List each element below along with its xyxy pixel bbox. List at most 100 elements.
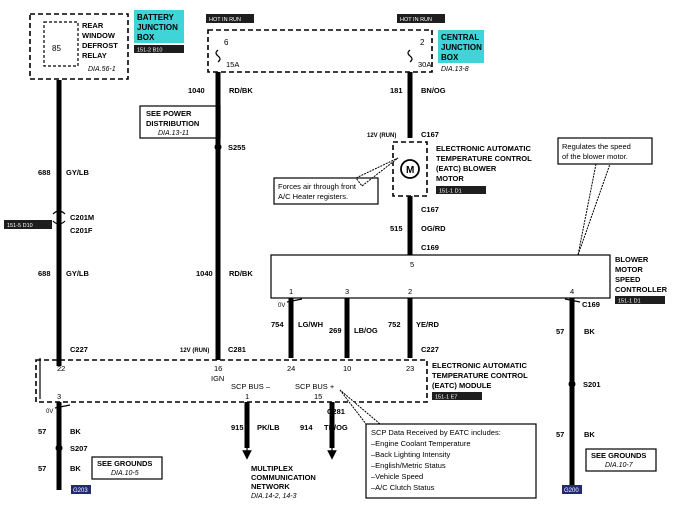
module-c227-left: C227 <box>70 345 88 354</box>
blower-motor: 12V (RUN) C167 M ELECTRONIC AUTOMATIC TE… <box>367 130 532 214</box>
module-pin23: 23 <box>406 364 414 373</box>
wire-181-color: BN/OG <box>421 86 446 95</box>
splice-s201-dot <box>568 380 576 388</box>
wire-515-num: 515 <box>390 224 403 233</box>
power-dist-ref: DIA.13-11 <box>158 130 189 137</box>
multiplex-ref: DIA.14-2, 14-3 <box>251 493 297 500</box>
multiplex-title-1: MULTIPLEX <box>251 464 293 473</box>
blower-motor-title-1: ELECTRONIC AUTOMATIC <box>436 144 531 153</box>
bjb-tag: 151-2 B10 <box>137 48 162 54</box>
callout-motor: Forces air through front A/C Heater regi… <box>273 157 399 205</box>
relay-title-2: WINDOW <box>82 31 116 40</box>
relay-pin-85: 85 <box>52 44 61 53</box>
scp-note-title: SCP Data Received by EATC includes: <box>371 428 501 437</box>
bjb-title-1: BATTERY <box>137 13 175 22</box>
relay-title-3: DEFROST <box>82 41 118 50</box>
callout-speed: Regulates the speed of the blower motor. <box>557 137 653 256</box>
hot-in-run-right: HOT IN RUN <box>400 17 432 23</box>
scp-note-1: –Engine Coolant Temperature <box>371 439 471 448</box>
controller-title-4: CONTROLLER <box>615 285 668 294</box>
cjb-pin-6: 6 <box>224 38 229 47</box>
wire-515-color: OG/RD <box>421 224 446 233</box>
wire-1040-color-bot: RD/BK <box>229 269 253 278</box>
grounds-left-ref: DIA.10-5 <box>111 470 139 477</box>
see-power-distribution: SEE POWER DISTRIBUTION DIA.13-11 <box>139 105 221 139</box>
cjb-title-3: BOX <box>441 53 459 62</box>
cjb-fuse-15a: 15A <box>226 60 239 69</box>
wire-181-num: 181 <box>390 86 403 95</box>
multiplex-network: MULTIPLEX COMMUNICATION NETWORK DIA.14-2… <box>251 464 316 500</box>
controller-title-1: BLOWER <box>615 255 649 264</box>
relay-title-4: RELAY <box>82 51 107 60</box>
blower-motor-title-3: (EATC) BLOWER <box>436 164 497 173</box>
splice-s207-dot <box>55 444 63 452</box>
wire-688-color-bot: GY/LB <box>66 269 90 278</box>
scp-data-note: SCP Data Received by EATC includes: –Eng… <box>339 389 537 499</box>
module-title-3: (EATC) MODULE <box>432 381 491 390</box>
conn-c169-top: C169 <box>421 243 439 252</box>
grounds-right-ref: DIA.10-7 <box>605 462 634 469</box>
rear-window-defrost-relay: 85 REAR WINDOW DEFROST RELAY DIA.56-1 <box>29 13 129 80</box>
splice-s255: S255 <box>228 143 246 152</box>
module-pin16: 16 <box>214 364 222 373</box>
grounds-left-title: SEE GROUNDS <box>97 459 152 468</box>
splice-s201: S201 <box>583 380 601 389</box>
blower-motor-conn-top: C167 <box>421 130 439 139</box>
bundle-752-num: 752 <box>388 320 401 329</box>
module-12v: 12V (RUN) <box>180 348 209 354</box>
relay-title-1: REAR <box>82 21 104 30</box>
module-ign: IGN <box>211 374 224 383</box>
wire-914-num: 914 <box>300 423 313 432</box>
scp-note-5: –A/C Clutch Status <box>371 483 435 492</box>
wire-57-left2-color: BK <box>70 464 81 473</box>
wire-1040-color-top: RD/BK <box>229 86 253 95</box>
c201-tag: 151-5 D10 <box>7 223 33 229</box>
wire-915-color: PK/LB <box>257 423 280 432</box>
blower-motor-conn-bottom: C167 <box>421 205 439 214</box>
module-pin1: 1 <box>245 392 249 401</box>
motor-symbol <box>400 159 420 179</box>
fuse-15a-symbol <box>215 49 221 63</box>
module-pin10: 10 <box>343 364 351 373</box>
callout-motor-1: Forces air through front <box>278 182 357 191</box>
ground-g203-bg <box>71 485 91 494</box>
controller-pin2: 2 <box>408 287 412 296</box>
see-grounds-right: SEE GROUNDS DIA.10-7 <box>585 448 657 472</box>
relay-ref: DIA.56-1 <box>88 66 116 73</box>
callout-speed-1: Regulates the speed <box>562 142 631 151</box>
module-0v-tick <box>54 404 71 409</box>
wire-914-color: TN/OG <box>324 423 348 432</box>
controller-title-2: MOTOR <box>615 265 643 274</box>
module-title-2: TEMPERATURE CONTROL <box>432 371 528 380</box>
wire-1040-num-bot: 1040 <box>196 269 213 278</box>
bundle-269-num: 269 <box>329 326 342 335</box>
wire-688-num-bot: 688 <box>38 269 51 278</box>
conn-c281-bus: C281 <box>327 407 345 416</box>
motor-letter: M <box>406 165 414 176</box>
wire-57-right2-num: 57 <box>556 430 564 439</box>
c201-connector-top <box>52 210 66 215</box>
conn-c201f: C201F <box>70 226 93 235</box>
module-tag: 151-1 E7 <box>435 395 457 401</box>
bjb-title-3: BOX <box>137 33 155 42</box>
bundle-754-color: LG/WH <box>298 320 323 329</box>
scp-note-3: –English/Metric Status <box>371 461 446 470</box>
wire-688-num-top: 688 <box>38 168 51 177</box>
wire-1040-num-top: 1040 <box>188 86 205 95</box>
controller-pin5: 5 <box>410 260 414 269</box>
fuse-30a-symbol <box>407 49 413 63</box>
controller-0v: 0V <box>278 303 285 309</box>
module-c281: C281 <box>228 345 246 354</box>
bundle-269-color: LB/OG <box>354 326 378 335</box>
multiplex-title-3: NETWORK <box>251 482 290 491</box>
wire-57-right-color: BK <box>584 327 595 336</box>
cjb-ref: DIA.13-8 <box>441 66 469 73</box>
see-grounds-left: SEE GROUNDS DIA.10-5 <box>91 456 163 480</box>
module-pin15: 15 <box>314 392 322 401</box>
connector-ticks <box>286 298 581 303</box>
cjb-title-1: CENTRAL <box>441 33 479 42</box>
grounds-right-title: SEE GROUNDS <box>591 451 646 460</box>
conn-c201m: C201M <box>70 213 94 222</box>
cjb-pin-2: 2 <box>420 38 425 47</box>
scp-note-2: –Back Lighting Intensity <box>371 450 450 459</box>
